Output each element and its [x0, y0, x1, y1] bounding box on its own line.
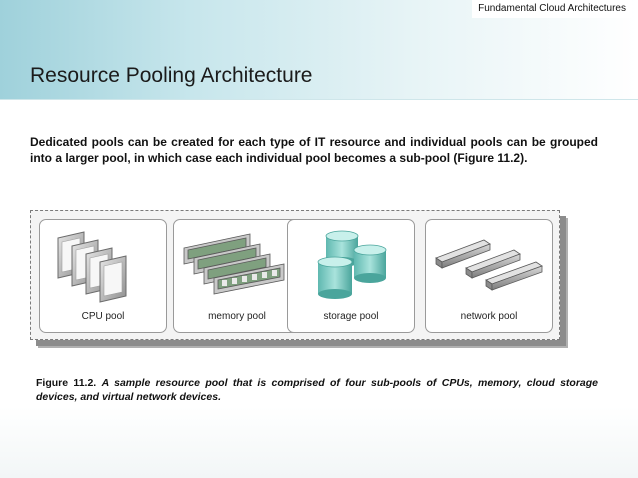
cpu-icon [57, 231, 127, 303]
slide-title: Resource Pooling Architecture [30, 64, 313, 87]
cpu-pool-panel: CPU pool [39, 219, 167, 333]
caption-prefix: Figure 11.2. [36, 377, 97, 389]
title-divider [0, 99, 638, 100]
figure-caption: Figure 11.2. A sample resource pool that… [36, 376, 598, 404]
body-paragraph: Dedicated pools can be created for each … [30, 135, 598, 165]
caption-text: A sample resource pool that is comprised… [36, 377, 599, 403]
storage-pool-label: storage pool [323, 311, 379, 322]
memory-pool-label: memory pool [208, 311, 266, 322]
cpu-pool-label: CPU pool [81, 311, 125, 322]
network-pool-panel: network pool [425, 219, 553, 333]
storage-icon [317, 230, 387, 299]
memory-pool-panel: memory pool [173, 219, 301, 333]
network-pool-label: network pool [460, 311, 518, 322]
resource-pool-figure: CPU pool [30, 210, 560, 340]
network-icon [435, 239, 543, 291]
memory-icon [183, 233, 285, 295]
top-label: Fundamental Cloud Architectures [472, 0, 632, 18]
storage-pool-panel: storage pool [287, 219, 415, 333]
